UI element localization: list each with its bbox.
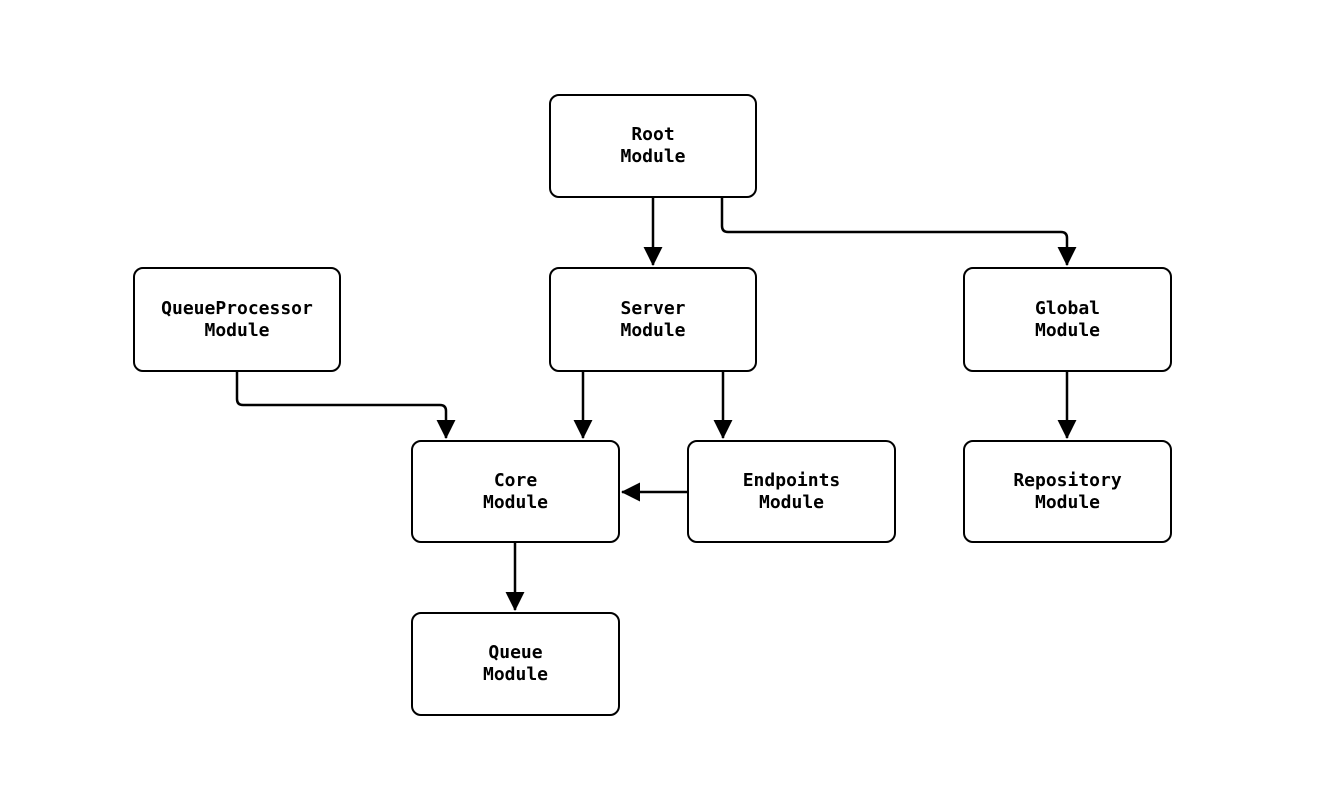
node-label: Repository (1013, 469, 1122, 491)
node-label: Module (482, 491, 549, 513)
node-label: Server (620, 297, 686, 319)
node-label: Module (620, 319, 686, 341)
node-label: Module (758, 491, 825, 513)
node-label: Module (204, 319, 270, 341)
node-label: Module (620, 146, 686, 167)
node-label: Core (493, 469, 538, 491)
edge-queueprocessor-to-core (235, 372, 456, 439)
node-label: Global (1034, 297, 1101, 319)
edge-root-to-global (720, 198, 1077, 266)
node-label: Endpoints (742, 469, 841, 491)
node-label: Queue (488, 642, 543, 663)
node-label: Module (1034, 491, 1101, 513)
node-label: Module (1034, 319, 1101, 341)
node-label: Root (631, 124, 675, 145)
node-label: Module (482, 664, 549, 685)
edge-group (235, 198, 1077, 611)
node-label: QueueProcessor (161, 297, 313, 319)
